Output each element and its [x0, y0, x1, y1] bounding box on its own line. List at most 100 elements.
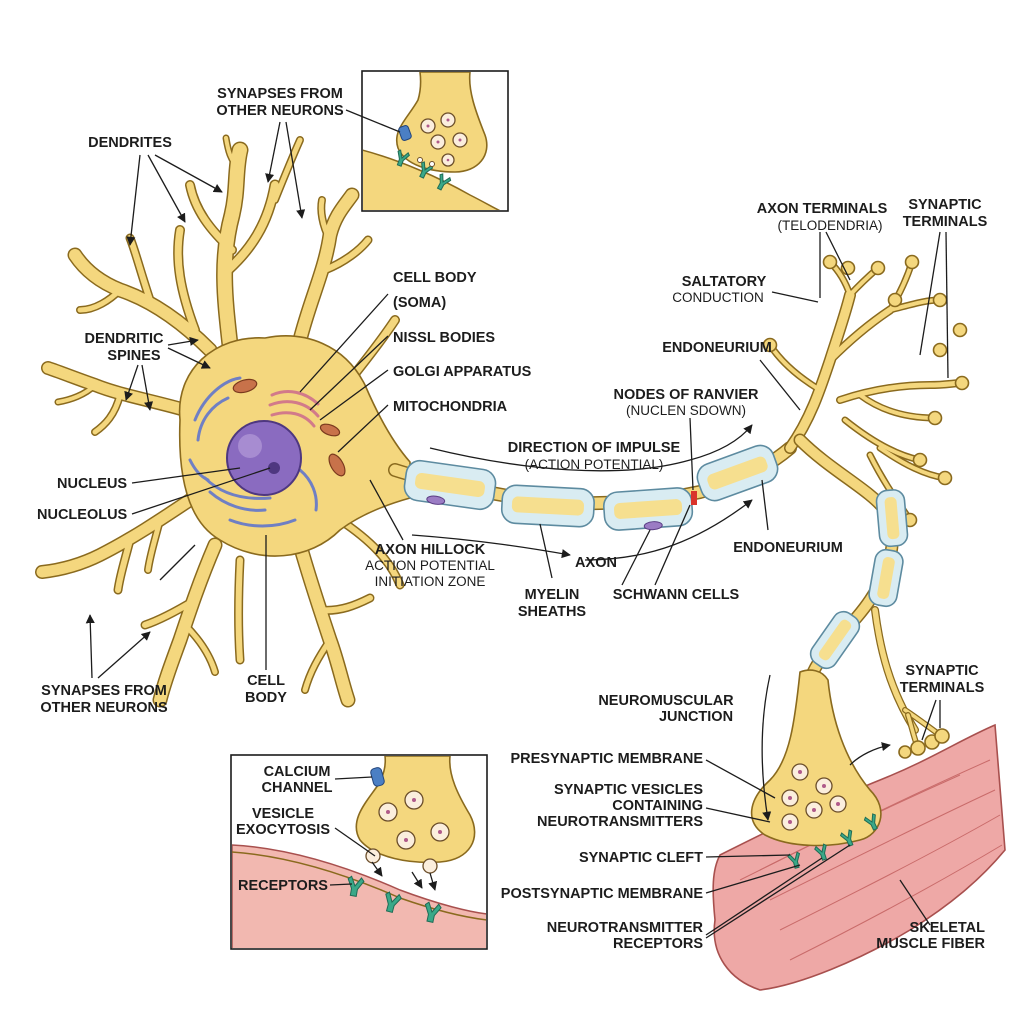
telodendron-fill [837, 380, 965, 403]
label-synaptic-cleft: SYNAPTIC CLEFT [579, 850, 703, 866]
label-direction-of-impulse: DIRECTION OF IMPULSE [508, 440, 681, 456]
neuromuscular-junction [750, 669, 882, 869]
dendrite-branch-fill [77, 287, 123, 313]
label-synaptic-terminals-bottom: SYNAPTIC [905, 663, 979, 679]
synaptic-terminal-knob [937, 470, 953, 486]
mitochondrion [232, 378, 258, 394]
dendrite-branch-fill [36, 494, 196, 578]
synaptic-terminal-knob [912, 452, 928, 468]
label-endoneurium-top: ENDONEURIUM [662, 340, 772, 356]
dendrite-branch-fill [92, 392, 123, 435]
node-of-ranvier-marker [691, 491, 697, 505]
telodendron-fill [827, 307, 893, 363]
dendrite-branch-fill [337, 517, 403, 588]
synaptic-terminal-knob [840, 260, 856, 276]
dendrite-branch-fill [224, 181, 279, 274]
label-myelin-sheaths-2: SHEATHS [518, 604, 587, 620]
golgi-apparatus [270, 390, 320, 406]
dendrite-branch-fill [142, 597, 198, 628]
label-golgi-apparatus: GOLGI APPARATUS [393, 364, 532, 380]
label-myelin-sheaths: MYELIN [525, 587, 580, 603]
label-presynaptic-membrane: PRESYNAPTIC MEMBRANE [510, 751, 703, 767]
label-cell-body-bottom-2: BODY [245, 690, 287, 706]
label-dendrites: DENDRITES [88, 135, 172, 151]
label-mitochondria: MITOCHONDRIA [393, 399, 508, 415]
label-schwann-cells: SCHWANN CELLS [613, 587, 740, 603]
dendrite-branch-fill [302, 637, 333, 693]
label-skeletal-muscle-fiber: SKELETAL [910, 920, 986, 936]
label-dendritic-spines: DENDRITIC [85, 331, 164, 347]
label-neurotransmitter-receptors-2: RECEPTORS [613, 936, 703, 952]
label-nissl-bodies: NISSL BODIES [393, 330, 495, 346]
dendrite-branch-fill [56, 383, 97, 404]
synaptic-terminal-knob [954, 375, 970, 391]
label-nucleus: NUCLEUS [57, 476, 127, 492]
neurotransmitter-dot [812, 808, 816, 812]
dendrite-branch-fill [145, 517, 163, 573]
label-endoneurium-middle: ENDONEURIUM [733, 540, 843, 556]
label-direction-of-impulse-2: (ACTION POTENTIAL) [525, 457, 664, 472]
dendrite-branch-fill [322, 237, 371, 273]
neurotransmitter-dot [788, 796, 792, 800]
label-cell-body-bottom: CELL [247, 673, 285, 689]
neurotransmitter-dot [788, 820, 792, 824]
label-nodes-of-ranvier: NODES OF RANVIER [613, 387, 759, 403]
dendrite-branch-fill [317, 595, 373, 614]
labels: SYNAPSES FROM OTHER NEURONS DENDRITES DE… [37, 86, 988, 952]
label-axon-hillock: AXON HILLOCK [375, 542, 486, 558]
label-axon: AXON [575, 555, 617, 571]
label-synaptic-terminals-top-2: TERMINALS [903, 214, 988, 230]
label-dendritic-spines-2: SPINES [107, 348, 161, 364]
label-saltatory-conduction-2: CONDUCTION [672, 290, 764, 305]
synaptic-terminal-knob [932, 292, 948, 308]
dendrite-branch-fill [235, 557, 243, 663]
label-synapses-from-other-neurons-bottom: SYNAPSES FROM [41, 683, 167, 699]
label-calcium-channel: CALCIUM [264, 764, 331, 780]
nucleus [226, 420, 302, 496]
label-synaptic-vesicles-3: NEUROTRANSMITTERS [537, 814, 703, 830]
synaptic-terminal-knob [762, 337, 778, 353]
dendrite-branch-fill [217, 143, 247, 352]
label-saltatory-conduction: SALTATORY [682, 274, 767, 290]
label-calcium-channel-2: CHANNEL [262, 780, 333, 796]
dendrite-branch-fill [224, 136, 242, 172]
dendrite-branch-fill [186, 181, 236, 254]
label-cell-body-soma-2: (SOMA) [393, 295, 446, 311]
label-skeletal-muscle-fiber-2: MUSCLE FIBER [876, 936, 985, 952]
dendrite-branch-fill [182, 622, 218, 675]
leader-lines [85, 109, 949, 939]
label-vesicle-exocytosis: VESICLE [252, 806, 314, 822]
label-postsynaptic-membrane: POSTSYNAPTIC MEMBRANE [501, 886, 704, 902]
nucleolus [268, 462, 280, 474]
dendrite-branch-fill [318, 197, 333, 243]
label-axon-terminals: AXON TERMINALS [757, 201, 888, 217]
dendrite-branch-fill [174, 226, 199, 334]
nissl-body [193, 376, 242, 422]
label-synaptic-terminals-top: SYNAPTIC [908, 197, 982, 213]
nmj-receptors [787, 813, 878, 869]
label-axon-hillock-2: ACTION POTENTIAL [365, 558, 495, 573]
label-synapses-from-other-neurons-top: SYNAPSES FROM [217, 86, 343, 102]
synaptic-terminal-knob [822, 254, 838, 270]
label-vesicle-exocytosis-2: EXOCYTOSIS [236, 822, 330, 838]
label-synaptic-vesicles: SYNAPTIC VESICLES [554, 782, 703, 798]
synaptic-terminal-knob [887, 292, 903, 308]
telodendron-fill [843, 418, 922, 462]
synaptic-terminal-knob [904, 254, 920, 270]
label-nucleolus: NUCLEOLUS [37, 507, 128, 523]
label-nodes-of-ranvier-2: (NUCLEN SDOWN) [626, 403, 746, 418]
neurotransmitter-dot [822, 784, 826, 788]
axon [388, 441, 797, 531]
label-synaptic-vesicles-2: CONTAINING [612, 798, 703, 814]
axon-terminals [762, 254, 970, 528]
telodendron-fill [858, 393, 937, 420]
synaptic-terminal-knob [952, 322, 968, 338]
synapse-inset-bottom [230, 754, 488, 950]
telodendron [841, 416, 924, 464]
label-axon-hillock-3: INITIATION ZONE [375, 574, 486, 589]
label-synapses-from-other-neurons-top-2: OTHER NEURONS [216, 103, 344, 119]
label-cell-body-soma: CELL BODY [393, 270, 477, 286]
synapse-inset-top [361, 70, 509, 212]
label-neuromuscular-junction-2: JUNCTION [659, 709, 733, 725]
